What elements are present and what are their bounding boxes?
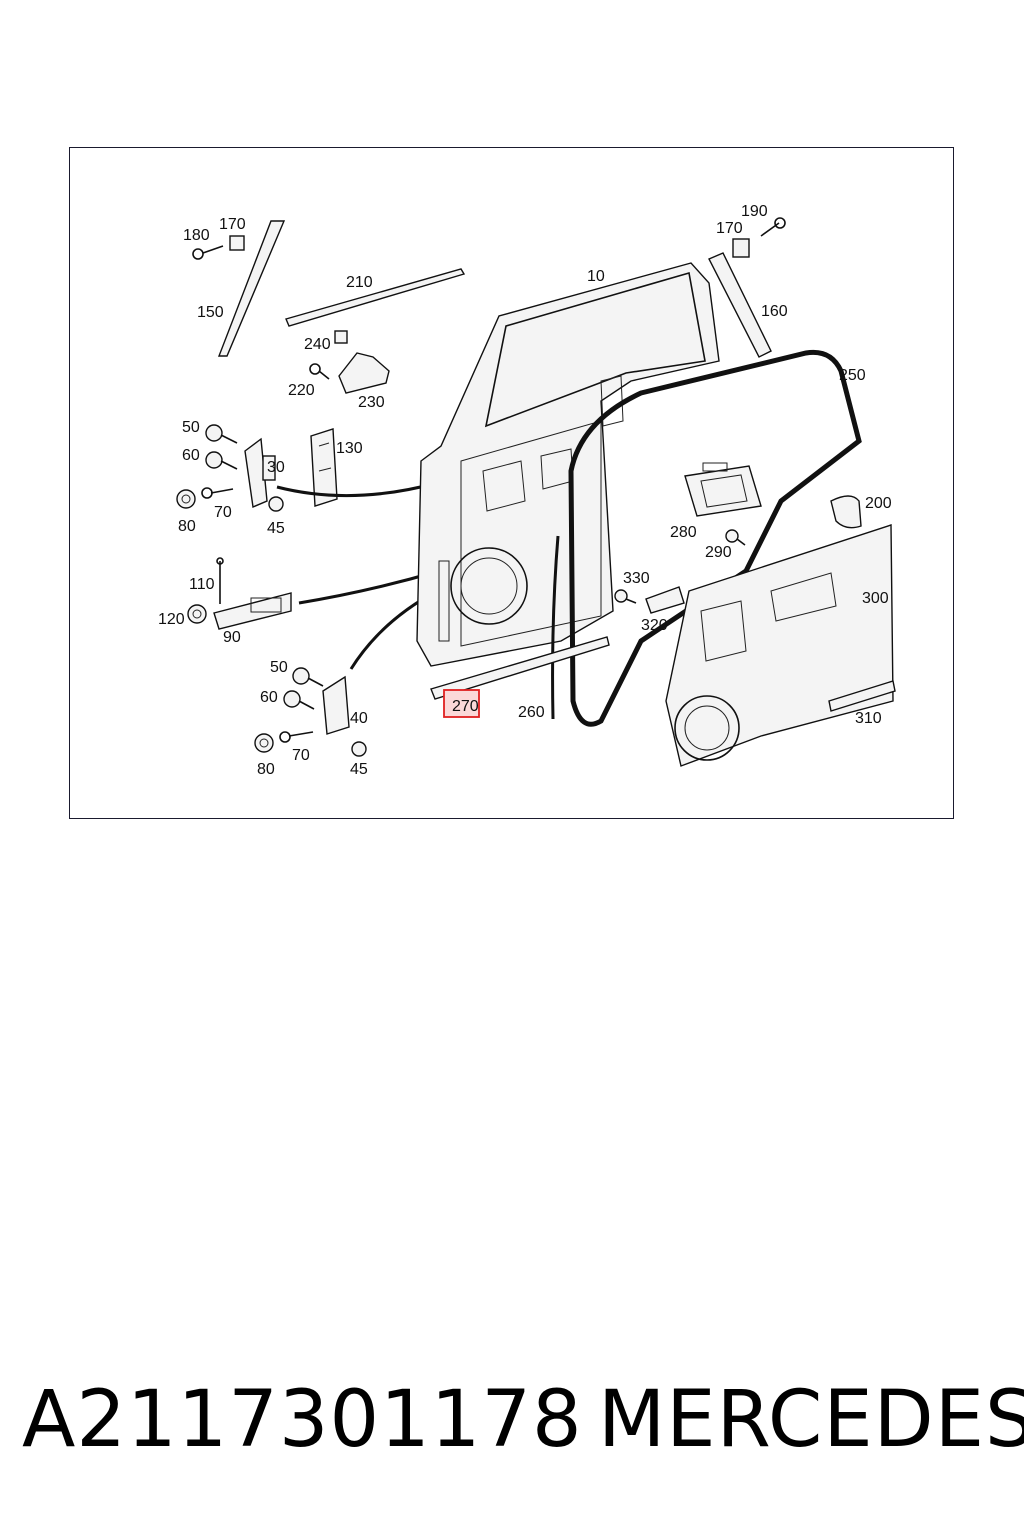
pillar-trim-160 bbox=[708, 252, 772, 358]
part-number: A2117301178 bbox=[22, 1375, 583, 1465]
callout-90: 90 bbox=[223, 629, 241, 646]
clip-330 bbox=[614, 589, 637, 604]
door-shell-10 bbox=[416, 262, 720, 667]
bracket-230 bbox=[338, 352, 390, 394]
callout-130: 130 bbox=[336, 440, 363, 457]
callout-45-lower: 45 bbox=[350, 761, 368, 778]
clip-240 bbox=[334, 330, 348, 344]
module-280 bbox=[684, 462, 762, 517]
callout-50-lower: 50 bbox=[270, 659, 288, 676]
pin-110 bbox=[216, 557, 224, 604]
nut-80-upper bbox=[176, 489, 196, 509]
callout-45-upper: 45 bbox=[267, 520, 285, 537]
callout-180: 180 bbox=[183, 227, 210, 244]
diagram-frame: 10 30 40 45 45 50 50 60 60 70 70 80 80 9… bbox=[69, 147, 954, 819]
screw-70-upper bbox=[201, 487, 234, 499]
clip-170-right bbox=[732, 238, 750, 258]
callout-240: 240 bbox=[304, 336, 331, 353]
callout-300: 300 bbox=[862, 590, 889, 607]
exploded-door-diagram: 10 30 40 45 45 50 50 60 60 70 70 80 80 9… bbox=[158, 203, 896, 778]
callout-80-lower: 80 bbox=[257, 761, 275, 778]
callout-260: 260 bbox=[518, 704, 545, 721]
block-130 bbox=[310, 428, 338, 507]
callout-40: 40 bbox=[350, 710, 368, 727]
callout-70-lower: 70 bbox=[292, 747, 310, 764]
callout-120: 120 bbox=[158, 611, 185, 628]
door-seal-250 bbox=[568, 349, 862, 727]
callout-50-upper: 50 bbox=[182, 419, 200, 436]
callout-200: 200 bbox=[865, 495, 892, 512]
nut-80-lower bbox=[254, 733, 274, 753]
footer-caption: A2117301178 MERCEDES bbox=[0, 1370, 1024, 1470]
callout-210: 210 bbox=[346, 274, 373, 291]
clip-170-left bbox=[229, 235, 245, 251]
rod-310 bbox=[828, 680, 896, 712]
pin-220 bbox=[309, 363, 330, 380]
cover-200 bbox=[830, 495, 862, 529]
callout-310: 310 bbox=[855, 710, 882, 727]
callout-80-upper: 80 bbox=[178, 518, 196, 535]
hinge-30 bbox=[244, 437, 276, 509]
hinge-90 bbox=[213, 592, 292, 630]
nut-120 bbox=[187, 604, 207, 624]
hinge-40 bbox=[322, 675, 350, 735]
screw-70-lower bbox=[279, 731, 314, 743]
clip-290 bbox=[725, 529, 746, 546]
bolt-50-upper bbox=[205, 424, 238, 444]
callout-70-upper: 70 bbox=[214, 504, 232, 521]
callout-60-upper: 60 bbox=[182, 447, 200, 464]
callout-290: 290 bbox=[705, 544, 732, 561]
callout-330: 330 bbox=[623, 570, 650, 587]
callout-220: 220 bbox=[288, 382, 315, 399]
callout-320: 320 bbox=[641, 617, 668, 634]
door-panel-300 bbox=[665, 524, 894, 767]
callout-230: 230 bbox=[358, 394, 385, 411]
bolt-60-lower bbox=[283, 690, 315, 710]
bolt-50-lower bbox=[292, 667, 324, 687]
callout-10: 10 bbox=[587, 268, 605, 285]
callout-160: 160 bbox=[761, 303, 788, 320]
callout-110: 110 bbox=[189, 576, 215, 593]
bolt-60-upper bbox=[205, 451, 238, 470]
nut-45-upper bbox=[268, 496, 284, 512]
callout-190: 190 bbox=[741, 203, 768, 220]
callout-250: 250 bbox=[839, 367, 866, 384]
arrow-upper-hinge bbox=[276, 481, 438, 498]
callout-30: 30 bbox=[267, 459, 285, 476]
pillar-trim-150 bbox=[217, 220, 286, 357]
callout-60-lower: 60 bbox=[260, 689, 278, 706]
sill-strip-270 bbox=[430, 636, 610, 700]
screw-180 bbox=[192, 245, 224, 260]
screw-190 bbox=[760, 217, 786, 237]
strip-260 bbox=[551, 535, 560, 720]
highlight-box-270 bbox=[443, 689, 480, 718]
nut-45-lower bbox=[351, 741, 367, 757]
callout-150: 150 bbox=[197, 304, 224, 321]
callout-280: 280 bbox=[670, 524, 697, 541]
callout-170-right: 170 bbox=[716, 220, 743, 237]
brand-name: MERCEDES bbox=[598, 1375, 1024, 1465]
bracket-320 bbox=[645, 586, 685, 614]
belt-strip-210 bbox=[285, 268, 466, 327]
callout-270: 270 bbox=[452, 698, 479, 715]
callout-170-left: 170 bbox=[219, 216, 246, 233]
